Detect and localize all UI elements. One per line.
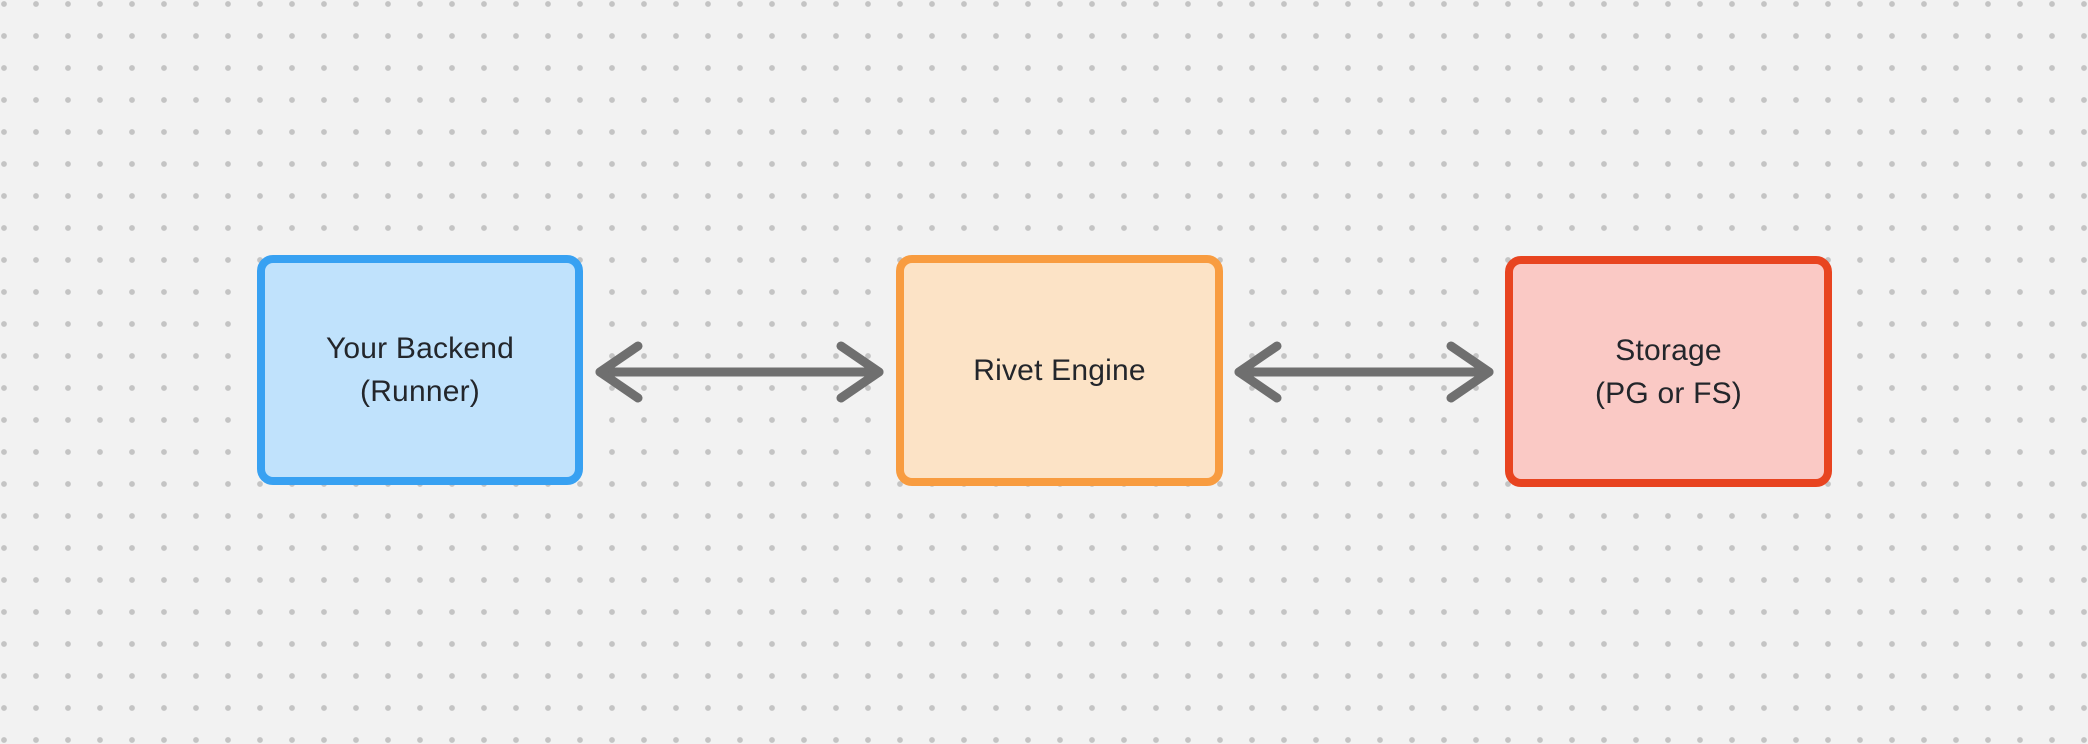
arrowhead-left-icon <box>1234 341 1282 403</box>
edge-engine-storage-bidirectional-arrow[interactable] <box>1231 334 1497 410</box>
node-rivet-engine-label: Rivet Engine <box>973 349 1146 392</box>
node-rivet-engine[interactable]: Rivet Engine <box>896 255 1223 486</box>
node-your-backend[interactable]: Your Backend (Runner) <box>257 255 583 485</box>
node-label-line: (PG or FS) <box>1594 376 1742 410</box>
node-storage-label: Storage (PG or FS) <box>1595 329 1742 415</box>
node-label-line: (Runner) <box>360 375 480 408</box>
arrowhead-right-icon <box>1446 341 1494 403</box>
node-your-backend-label: Your Backend (Runner) <box>326 327 514 413</box>
node-label-line: Your Backend <box>325 332 515 365</box>
node-storage[interactable]: Storage (PG or FS) <box>1505 256 1832 487</box>
arrowhead-left-icon <box>595 341 643 403</box>
edge-backend-engine-bidirectional-arrow[interactable] <box>590 334 889 410</box>
arrowhead-right-icon <box>836 341 884 403</box>
node-label-line: Storage <box>1615 333 1722 367</box>
node-label-line: Rivet Engine <box>973 354 1146 387</box>
